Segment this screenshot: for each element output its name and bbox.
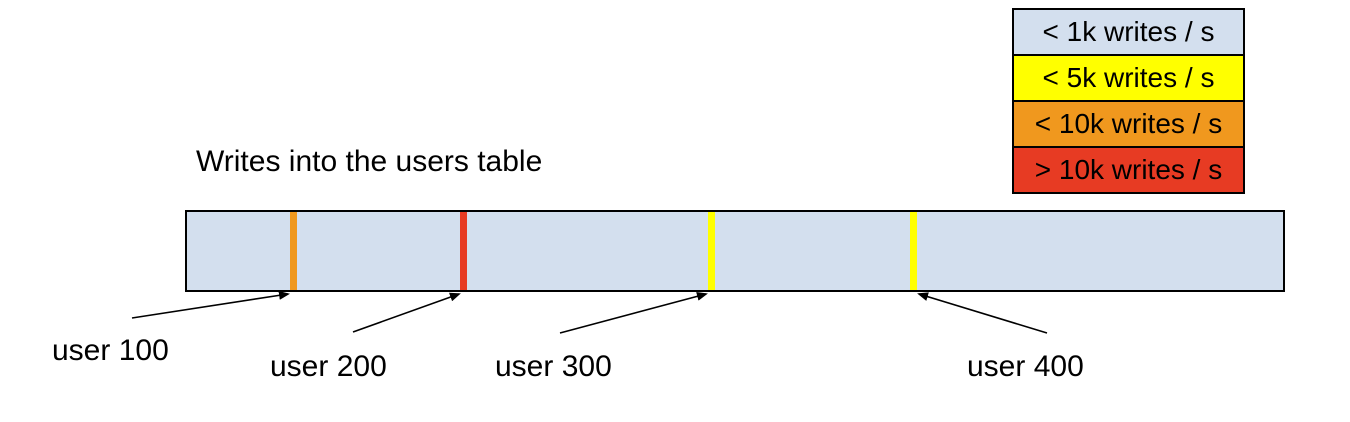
marker-arrow (352, 292, 461, 333)
marker-arrow (917, 292, 1048, 334)
write-hotspot-stripe (707, 212, 715, 290)
legend-item: < 5k writes / s (1012, 54, 1245, 102)
user-marker-label: user 300 (495, 350, 612, 383)
user-marker-label: user 100 (52, 334, 169, 367)
marker-arrow (559, 291, 708, 334)
user-marker-label: user 200 (270, 350, 387, 383)
write-rate-legend: < 1k writes / s< 5k writes / s< 10k writ… (1012, 8, 1245, 194)
legend-item: < 10k writes / s (1012, 100, 1245, 148)
legend-item: > 10k writes / s (1012, 146, 1245, 194)
write-hotspot-stripe (459, 212, 467, 290)
diagram-title: Writes into the users table (196, 145, 543, 178)
write-hotspot-stripe (909, 212, 917, 290)
legend-item: < 1k writes / s (1012, 8, 1245, 56)
users-table-bar (185, 210, 1285, 292)
user-marker-label: user 400 (967, 350, 1084, 383)
write-hotspot-stripe (289, 212, 297, 290)
marker-arrow (131, 290, 290, 319)
